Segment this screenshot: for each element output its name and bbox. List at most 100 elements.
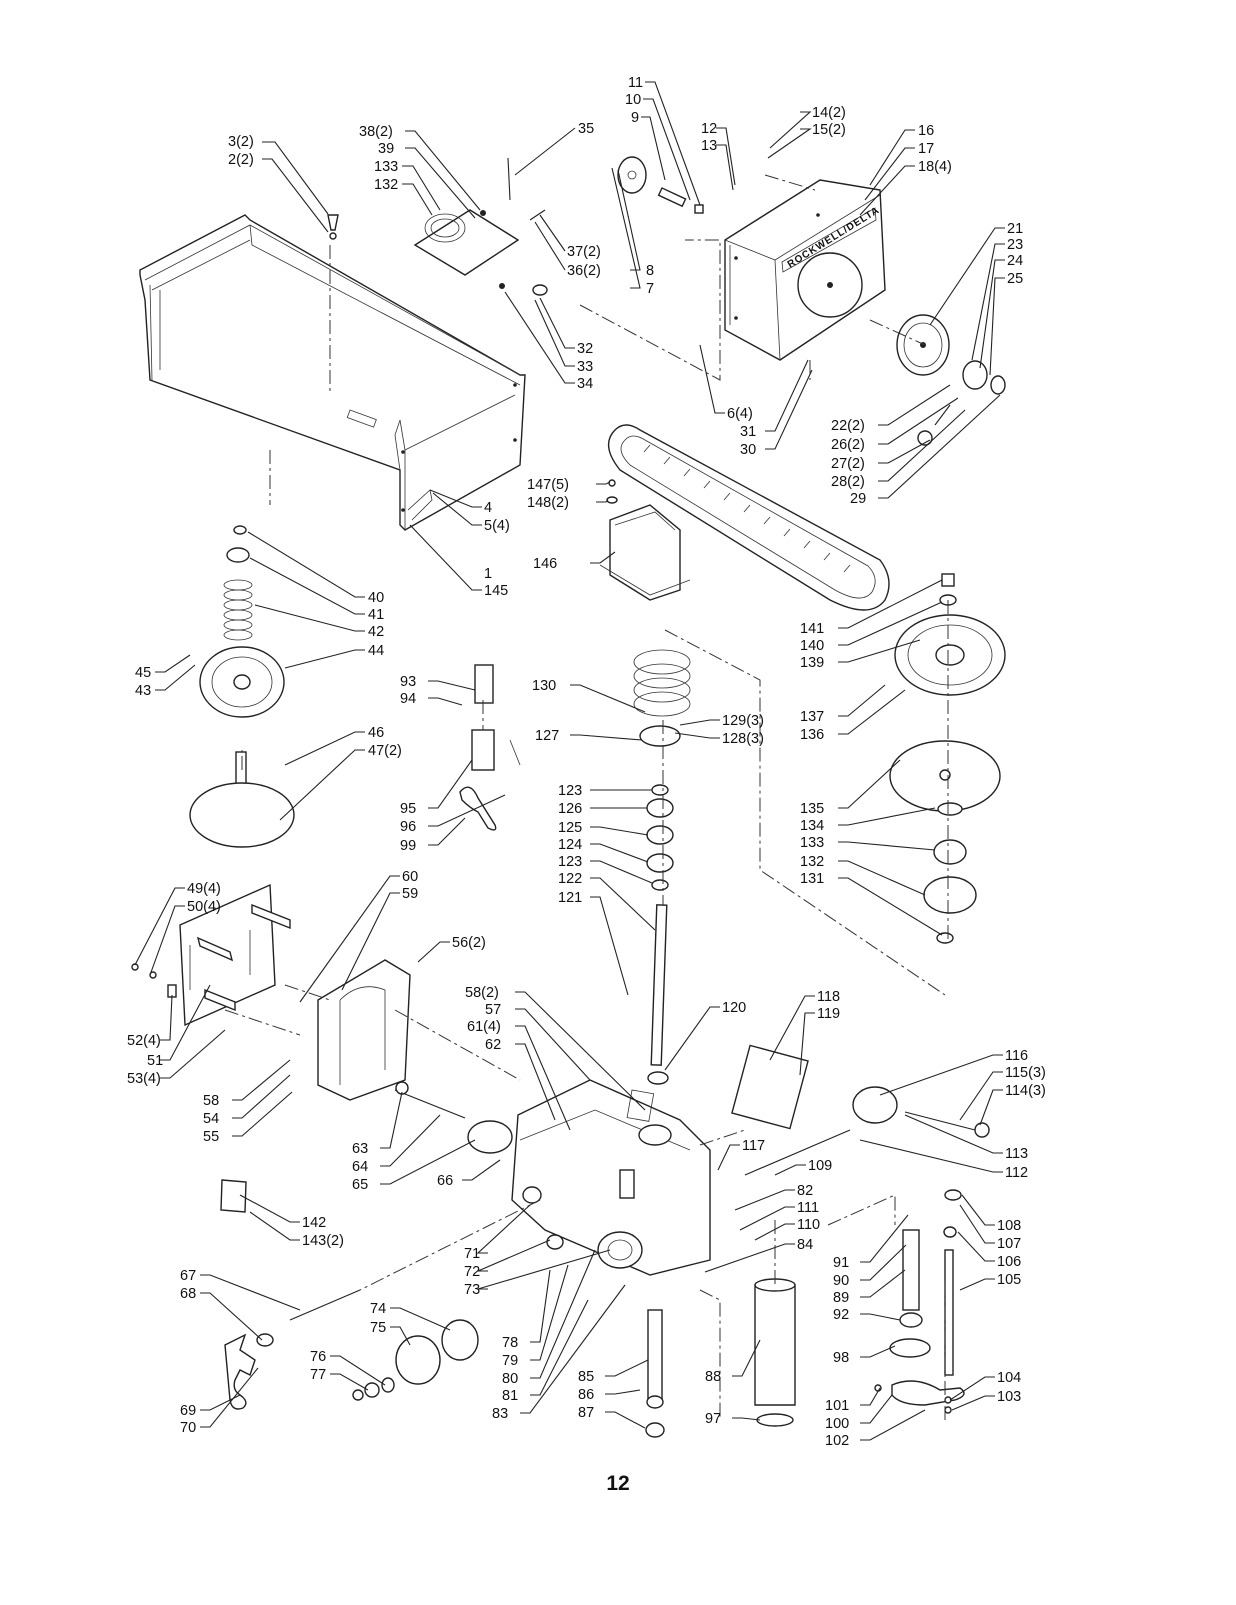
callout: 1 <box>484 566 492 582</box>
callout: 137 <box>800 709 824 725</box>
belt-guard <box>139 214 526 531</box>
quill-spindle-parts <box>633 649 691 1085</box>
callout: 9 <box>631 110 639 126</box>
callout: 105 <box>997 1272 1021 1288</box>
callout: 3(2) <box>228 134 254 150</box>
callout: 100 <box>825 1416 849 1432</box>
callout: 57 <box>485 1002 501 1018</box>
callout: 44 <box>368 643 384 659</box>
leader-lines <box>134 81 1005 1441</box>
callout: 132 <box>800 854 824 870</box>
callout: 120 <box>722 1000 746 1016</box>
callout: 72 <box>464 1264 480 1280</box>
callout: 141 <box>800 621 824 637</box>
callout: 79 <box>502 1353 518 1369</box>
callout: 89 <box>833 1290 849 1306</box>
callout: 35 <box>578 121 594 137</box>
callout: 15(2) <box>812 122 846 138</box>
callout: 121 <box>558 890 582 906</box>
callout: 10 <box>625 92 641 108</box>
quill-column <box>645 1278 796 1438</box>
callout: 84 <box>797 1237 813 1253</box>
speed-dial <box>896 314 1006 446</box>
callout: 34 <box>577 376 593 392</box>
depth-stop-parts <box>889 1229 931 1358</box>
callout: 106 <box>997 1254 1021 1270</box>
callout: 58(2) <box>465 985 499 1001</box>
callout: 68 <box>180 1286 196 1302</box>
callout: 2(2) <box>228 152 254 168</box>
callout: 87 <box>578 1405 594 1421</box>
callout: 43 <box>135 683 151 699</box>
callout: 143(2) <box>302 1233 344 1249</box>
head-housing <box>724 179 886 361</box>
callout: 136 <box>800 727 824 743</box>
callout: 21 <box>1007 221 1023 237</box>
callout: 56(2) <box>452 935 486 951</box>
callout: 95 <box>400 801 416 817</box>
callout: 125 <box>558 820 582 836</box>
callout: 65 <box>352 1177 368 1193</box>
callout: 97 <box>705 1411 721 1427</box>
callout: 127 <box>535 728 559 744</box>
callout: 109 <box>808 1158 832 1174</box>
callout: 6(4) <box>727 406 753 422</box>
callout: 96 <box>400 819 416 835</box>
callout: 132 <box>374 177 398 193</box>
callout: 62 <box>485 1037 501 1053</box>
gearbox-housing <box>511 1079 711 1276</box>
callout: 85 <box>578 1369 594 1385</box>
callout: 58 <box>203 1093 219 1109</box>
callout: 38(2) <box>359 124 393 140</box>
callout: 71 <box>464 1246 480 1262</box>
callout: 37(2) <box>567 244 601 260</box>
callout: 28(2) <box>831 474 865 490</box>
motor-pulley-stack <box>189 525 295 848</box>
callout: 83 <box>492 1406 508 1422</box>
callout: 129(3) <box>722 713 764 729</box>
callout: 53(4) <box>127 1071 161 1087</box>
callout: 74 <box>370 1301 386 1317</box>
callout: 148(2) <box>527 495 569 511</box>
callout: 75 <box>370 1320 386 1336</box>
callout: 7 <box>646 281 654 297</box>
callout: 123 <box>558 783 582 799</box>
callout: 98 <box>833 1350 849 1366</box>
callout: 42 <box>368 624 384 640</box>
feed-spring-parts <box>352 1319 479 1401</box>
callout: 124 <box>558 837 582 853</box>
callout: 117 <box>742 1138 765 1154</box>
callout: 26(2) <box>831 437 865 453</box>
callout: 63 <box>352 1141 368 1157</box>
callout: 88 <box>705 1369 721 1385</box>
callout: 133 <box>374 159 398 175</box>
callout: 31 <box>740 424 756 440</box>
callout: 52(4) <box>127 1033 161 1049</box>
callout: 145 <box>484 583 508 599</box>
callout: 64 <box>352 1159 368 1175</box>
head-casting <box>317 959 513 1154</box>
callout: 49(4) <box>187 881 221 897</box>
callout: 116 <box>1005 1048 1028 1064</box>
callout: 118 <box>817 989 840 1005</box>
callout: 133 <box>800 835 824 851</box>
callout: 30 <box>740 442 756 458</box>
callout: 113 <box>1005 1146 1028 1162</box>
callout: 110 <box>797 1217 820 1233</box>
callout: 67 <box>180 1268 196 1284</box>
callout: 24 <box>1007 253 1023 269</box>
callout: 92 <box>833 1307 849 1323</box>
chuck-arbor <box>459 664 521 831</box>
callout: 135 <box>800 801 824 817</box>
callout: 119 <box>817 1006 840 1022</box>
callout: 25 <box>1007 271 1023 287</box>
callout: 76 <box>310 1349 326 1365</box>
callout: 81 <box>502 1388 518 1404</box>
callout: 80 <box>502 1371 518 1387</box>
callout: 18(4) <box>918 159 952 175</box>
callout: 13 <box>701 138 717 154</box>
assembly-lines <box>224 174 949 1420</box>
callout: 94 <box>400 691 416 707</box>
callout: 102 <box>825 1433 849 1449</box>
